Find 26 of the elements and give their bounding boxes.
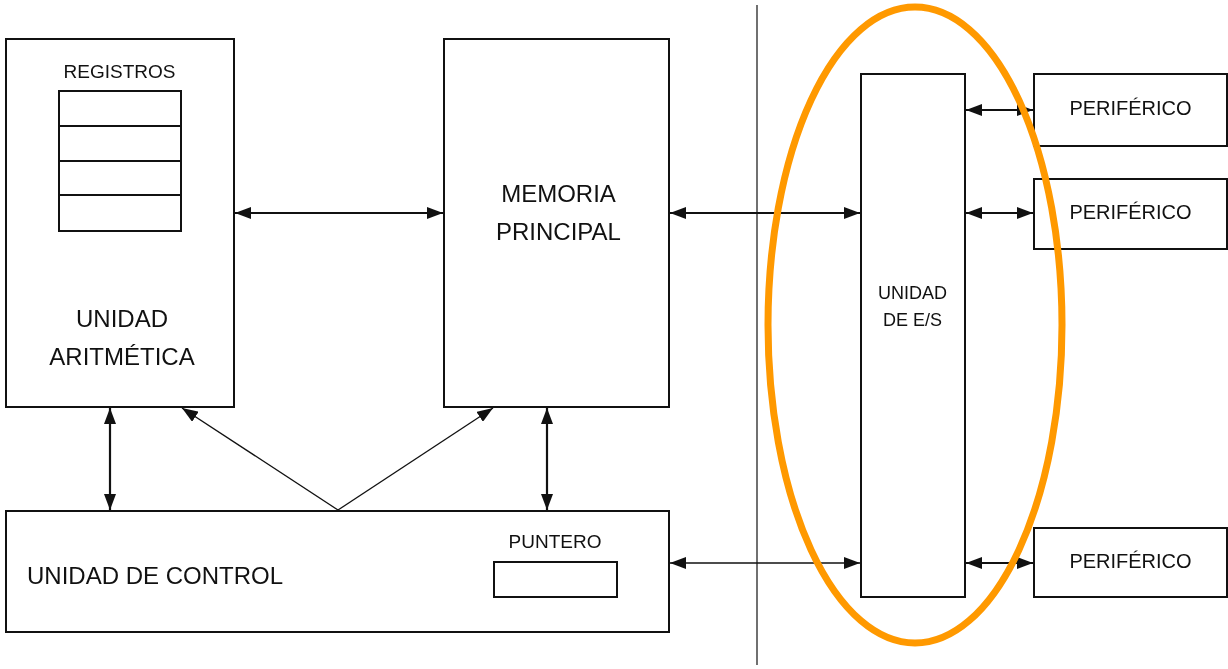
arrow (235, 207, 443, 219)
peripheral-box (1033, 178, 1228, 250)
component-label: REGISTROS (62, 59, 177, 84)
unit-label: UNIDAD DE E/S (877, 282, 948, 332)
control-unit-box (5, 510, 670, 633)
peripheral-box (1033, 527, 1228, 598)
arrow (670, 207, 860, 219)
arrow (104, 408, 116, 510)
arrow (966, 557, 1033, 569)
arrow (966, 207, 1033, 219)
arrow (966, 104, 1033, 116)
unit-label: PERIFÉRICO (1068, 549, 1193, 574)
unit-label: PERIFÉRICO (1068, 96, 1193, 121)
arrow (337, 407, 494, 511)
unit-label: MEMORIA PRINCIPAL (495, 179, 622, 248)
arithmetic-unit-box (5, 38, 235, 408)
peripheral-box (1033, 73, 1228, 147)
arrow (541, 408, 553, 510)
memory-box (443, 38, 670, 408)
component-label: PUNTERO (507, 529, 603, 554)
unit-label: UNIDAD ARITMÉTICA (48, 304, 196, 373)
io-unit-box (860, 73, 966, 598)
unit-label: UNIDAD DE CONTROL (27, 561, 285, 591)
arrow (669, 557, 861, 569)
arrow (181, 407, 339, 511)
unit-label: PERIFÉRICO (1068, 200, 1193, 225)
